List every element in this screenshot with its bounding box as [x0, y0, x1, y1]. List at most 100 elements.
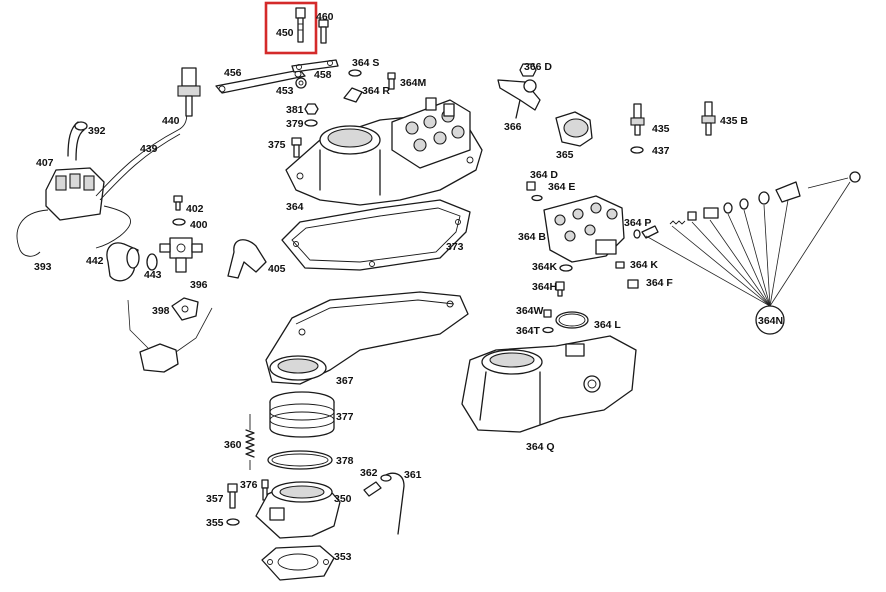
part-450-bolt[interactable]: [295, 7, 306, 43]
label-435B: 435 B: [720, 115, 748, 127]
part-439-vacuum-line[interactable]: [95, 109, 188, 201]
label-353: 353: [334, 551, 352, 563]
label-364N: 364N: [758, 315, 783, 327]
part-364T-washer[interactable]: [542, 326, 554, 334]
part-402-screw[interactable]: [173, 195, 183, 211]
part-364B-fuel-distributor[interactable]: [543, 195, 625, 263]
part-362-connector[interactable]: [363, 481, 382, 497]
part-435B-sensor[interactable]: [701, 101, 716, 136]
part-361-rod[interactable]: [380, 472, 405, 535]
part-443-clamp[interactable]: [146, 253, 158, 271]
label-350: 350: [334, 493, 352, 505]
highlight-box-450: [264, 1, 318, 55]
label-355: 355: [206, 517, 224, 529]
label-360: 360: [224, 439, 242, 451]
label-364Q: 364 Q: [526, 441, 555, 453]
part-437-washer[interactable]: [630, 146, 644, 154]
part-364Q-lower-housing[interactable]: [461, 335, 637, 433]
label-373: 373: [446, 241, 464, 253]
part-435-sensor[interactable]: [630, 103, 645, 136]
part-labels: 450 460 456 458 453 364 S 364M 364 R 381…: [34, 11, 783, 563]
part-373-gasket[interactable]: [281, 199, 471, 271]
label-362: 362: [360, 467, 378, 479]
part-393-hose[interactable]: [16, 205, 131, 257]
part-364S-washer[interactable]: [348, 69, 362, 77]
label-364P: 364 P: [624, 217, 651, 229]
label-378: 378: [336, 455, 354, 467]
part-398-gasket[interactable]: [171, 297, 199, 321]
label-381: 381: [286, 104, 304, 116]
part-458-strip[interactable]: [291, 59, 339, 73]
part-366-lever[interactable]: [497, 79, 541, 119]
part-353-gasket[interactable]: [261, 545, 335, 581]
label-453: 453: [276, 85, 294, 97]
part-381-nut[interactable]: [304, 103, 319, 115]
label-366: 366: [504, 121, 522, 133]
part-453-nut[interactable]: [295, 77, 307, 89]
part-396-valve[interactable]: [159, 237, 203, 273]
part-460-screw[interactable]: [318, 19, 329, 44]
part-364F-fitting[interactable]: [627, 279, 639, 289]
label-364R: 364 R: [362, 85, 390, 97]
part-440-valve[interactable]: [177, 67, 201, 117]
label-361: 361: [404, 469, 422, 481]
part-442-elbow[interactable]: [106, 242, 140, 282]
part-377-rubber-boot[interactable]: [269, 391, 335, 438]
part-360-spring[interactable]: [245, 414, 255, 470]
part-379-washer[interactable]: [304, 119, 318, 127]
label-450: 450: [276, 27, 294, 39]
part-364W-screw[interactable]: [543, 309, 552, 318]
label-393: 393: [34, 261, 52, 273]
part-364L-o-ring[interactable]: [555, 311, 589, 329]
part-367-intake-lower[interactable]: [265, 291, 469, 385]
part-364-air-flow-sensor-housing[interactable]: [285, 97, 483, 206]
part-405-hose[interactable]: [227, 239, 267, 279]
label-460: 460: [316, 11, 334, 23]
label-440: 440: [162, 115, 180, 127]
label-437: 437: [652, 145, 670, 157]
label-458: 458: [314, 69, 332, 81]
label-364W: 364W: [516, 305, 544, 317]
part-364P-seal-kit[interactable]: [633, 171, 861, 239]
part-357-bolt[interactable]: [227, 483, 238, 509]
label-442: 442: [86, 255, 104, 267]
part-364D-screw[interactable]: [526, 181, 536, 191]
part-392-hose[interactable]: [67, 121, 88, 161]
label-435: 435: [652, 123, 670, 135]
label-456: 456: [224, 67, 242, 79]
label-365: 365: [556, 149, 574, 161]
part-407-control-unit[interactable]: [45, 167, 105, 221]
part-456-bracket[interactable]: [215, 69, 306, 94]
label-364E: 364 E: [548, 181, 575, 193]
label-376: 376: [240, 479, 258, 491]
label-439: 439: [140, 143, 158, 155]
label-364L: 364 L: [594, 319, 621, 331]
part-350-throttle-body[interactable]: [255, 481, 341, 539]
label-364: 364: [286, 201, 304, 213]
label-364S: 364 S: [352, 57, 379, 69]
part-364E-washer[interactable]: [531, 194, 543, 202]
part-364R-clip[interactable]: [343, 87, 363, 103]
part-365-damper[interactable]: [555, 111, 593, 147]
part-vacuum-splitter[interactable]: [127, 299, 213, 373]
part-364N-parts-set-callout[interactable]: [645, 181, 851, 335]
label-364K-left: 364K: [532, 261, 558, 273]
label-400: 400: [190, 219, 208, 231]
label-407: 407: [36, 157, 54, 169]
label-357: 357: [206, 493, 224, 505]
label-364F: 364 F: [646, 277, 673, 289]
part-355-washer[interactable]: [226, 518, 240, 526]
part-400-washer[interactable]: [172, 218, 186, 226]
label-367: 367: [336, 375, 354, 387]
part-364K-plug[interactable]: [615, 261, 625, 269]
label-364K-right: 364 K: [630, 259, 658, 271]
part-364H-screw[interactable]: [555, 281, 565, 297]
label-398: 398: [152, 305, 170, 317]
part-364K-o-ring[interactable]: [559, 264, 573, 272]
part-375-bolt[interactable]: [291, 137, 302, 158]
part-364M-stud[interactable]: [387, 72, 396, 90]
part-366D-nut[interactable]: [519, 63, 537, 77]
label-364M: 364M: [400, 77, 427, 89]
part-378-hose-clamp[interactable]: [267, 450, 333, 470]
